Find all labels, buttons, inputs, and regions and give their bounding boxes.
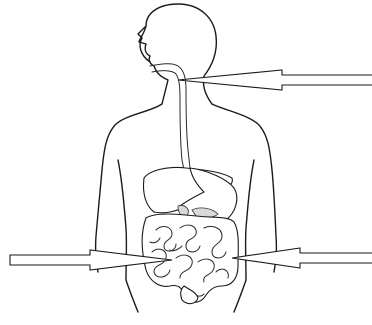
head-outline [138, 4, 216, 104]
pointer-small-intestine-right [232, 248, 372, 268]
right-inner-arm [246, 160, 254, 280]
